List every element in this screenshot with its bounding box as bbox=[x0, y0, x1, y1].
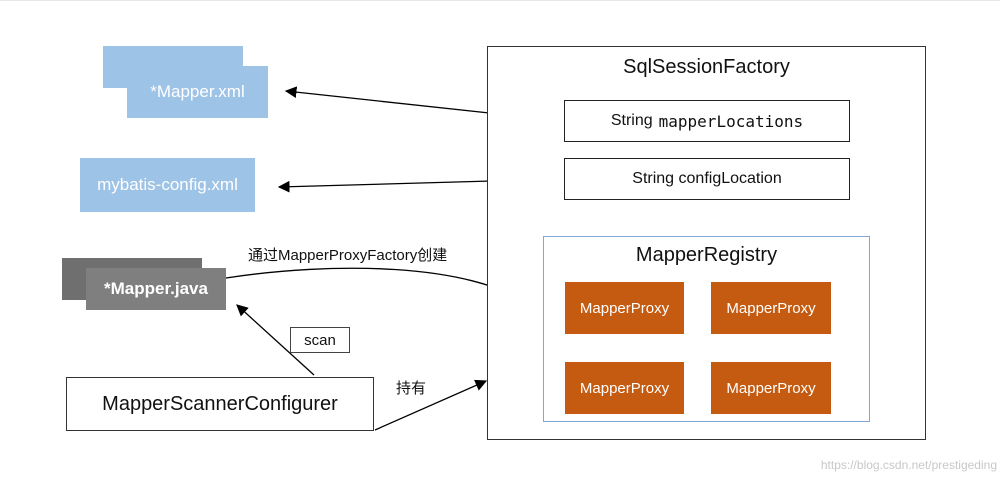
mapper-xml-label: *Mapper.xml bbox=[150, 82, 245, 101]
mapper-proxy-box: MapperProxy bbox=[711, 362, 831, 414]
create-via-factory-label: 通过MapperProxyFactory创建 bbox=[248, 247, 448, 264]
mapper-scanner-configurer-label: MapperScannerConfigurer bbox=[102, 392, 338, 415]
scan-label-box: scan bbox=[290, 327, 350, 353]
top-border-line bbox=[0, 0, 1000, 1]
mapper-locations-field: String mapperLocations bbox=[564, 100, 850, 142]
mapper-registry-title: MapperRegistry bbox=[635, 243, 778, 266]
mapper-proxy-label: MapperProxy bbox=[726, 299, 816, 317]
watermark-url: https://blog.csdn.net/prestigeding bbox=[820, 458, 997, 472]
arrow-configurer-holds-factory bbox=[374, 379, 488, 431]
sqlsessionfactory-title: SqlSessionFactory bbox=[623, 55, 790, 78]
mapper-locations-name: mapperLocations bbox=[658, 111, 804, 131]
mapper-locations-type: String bbox=[610, 112, 653, 129]
mapper-proxy-box: MapperProxy bbox=[565, 362, 684, 414]
mapper-xml-box: *Mapper.xml bbox=[127, 66, 268, 118]
mapper-proxy-label: MapperProxy bbox=[726, 379, 816, 397]
scan-label: scan bbox=[304, 331, 336, 349]
mapper-proxy-label: MapperProxy bbox=[579, 379, 670, 397]
mapper-proxy-box: MapperProxy bbox=[565, 282, 684, 334]
mapper-java-label: *Mapper.java bbox=[104, 279, 208, 298]
arrow-scan-to-mapper-java bbox=[236, 304, 315, 376]
holds-label: 持有 bbox=[396, 380, 427, 397]
config-location-field: String configLocation bbox=[564, 158, 850, 200]
config-location-label: String configLocation bbox=[632, 170, 782, 187]
mapper-java-box: *Mapper.java bbox=[86, 268, 226, 310]
mapper-proxy-label: MapperProxy bbox=[579, 299, 670, 317]
mybatis-config-label: mybatis-config.xml bbox=[97, 175, 238, 194]
arrow-mapper-java-to-registry bbox=[225, 267, 532, 307]
mapper-proxy-box: MapperProxy bbox=[711, 282, 831, 334]
mybatis-config-box: mybatis-config.xml bbox=[80, 158, 255, 212]
mapper-scanner-configurer-box: MapperScannerConfigurer bbox=[66, 377, 374, 431]
